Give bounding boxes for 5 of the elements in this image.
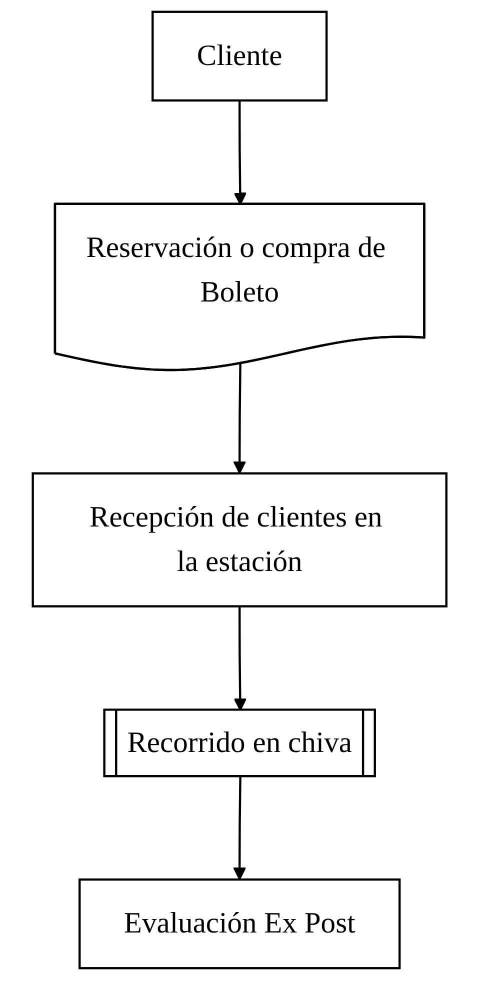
- arrow: [234, 364, 246, 474]
- node-box: Recepción de clientes en la estación: [32, 472, 448, 608]
- node-box: Evaluación Ex Post: [78, 878, 402, 970]
- node-box: Cliente: [152, 10, 328, 102]
- arrow: [234, 776, 246, 880]
